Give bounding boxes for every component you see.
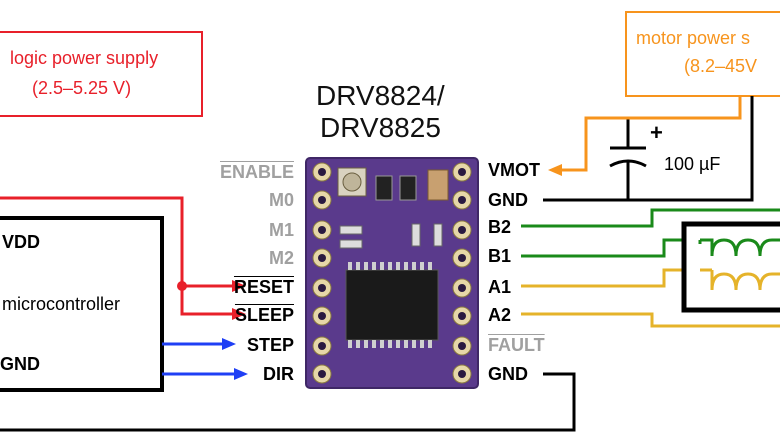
vmot-arrow	[548, 164, 562, 176]
sleep-arrow	[232, 308, 246, 320]
pin-label-step: STEP	[246, 335, 294, 355]
reset-arrow	[232, 280, 246, 292]
vmot-wire	[560, 96, 742, 172]
pin-label-a1: A1	[488, 277, 512, 297]
driver-title-line2: DRV8825	[320, 112, 441, 143]
smd-part-4	[433, 223, 443, 247]
logic-supply-range: (2.5–5.25 V)	[32, 78, 132, 98]
smd-part-3	[411, 223, 421, 247]
motor-supply-title: motor power s	[636, 28, 751, 48]
pin-label-enable: ENABLE	[219, 162, 294, 182]
b1-wire	[521, 238, 700, 258]
coil-a	[700, 268, 780, 291]
motor-supply-box	[625, 11, 780, 97]
pin-label-vmot: VMOT	[488, 160, 540, 180]
pin-label-fault: FAULT	[488, 335, 545, 355]
pin-label-sleep: SLEEP	[234, 305, 294, 325]
smd-part-2	[339, 239, 363, 249]
board-pin-holes	[318, 168, 466, 378]
dir-arrow	[234, 368, 248, 380]
resistor-1	[375, 175, 393, 201]
stepper-motor-body	[681, 221, 780, 313]
pin-label-m2: M2	[268, 248, 294, 268]
capacitor-value: 100 µF	[664, 154, 721, 174]
motor-supply-range: (8.2–45V	[684, 56, 758, 76]
pin-label-dir: DIR	[263, 364, 294, 384]
coil-b-lead	[700, 238, 714, 256]
gnd-wire-bottom	[0, 372, 576, 432]
pin-label-m0: M0	[268, 190, 294, 210]
a2-wire	[521, 312, 780, 328]
pin-label-m1: M1	[268, 220, 294, 240]
logic-supply-title: logic power supply	[10, 48, 159, 68]
logic-vdd-wire	[0, 196, 236, 316]
b2-wire	[521, 208, 780, 228]
pin-label-a2: A2	[488, 305, 512, 325]
capacitor-plus: +	[650, 120, 663, 145]
step-arrow	[222, 338, 236, 350]
driver-title-line1: DRV8824/	[316, 80, 445, 111]
mcu-vdd-label: VDD	[2, 232, 41, 252]
pin-label-gnd-bottom: GND	[488, 364, 528, 384]
logic-supply-box	[0, 31, 203, 117]
pin-label-b2: B2	[488, 217, 512, 237]
driver-chip	[345, 269, 439, 341]
mcu-gnd-label: GND	[0, 354, 40, 374]
gnd-wire-top	[543, 96, 754, 202]
pin-label-gnd-top: GND	[488, 190, 528, 210]
microcontroller-box	[0, 216, 164, 392]
smd-part-1	[339, 225, 363, 235]
mcu-name-label: microcontroller	[2, 294, 121, 314]
a1-wire	[521, 268, 700, 288]
junction-dot	[177, 281, 187, 291]
pin-label-reset: RESET	[233, 277, 294, 297]
capacitor-smd	[427, 169, 449, 201]
pin-label-b1: B1	[488, 246, 512, 266]
resistor-2	[399, 175, 417, 201]
chip-legs	[348, 262, 432, 348]
potentiometer-knob	[342, 172, 362, 192]
